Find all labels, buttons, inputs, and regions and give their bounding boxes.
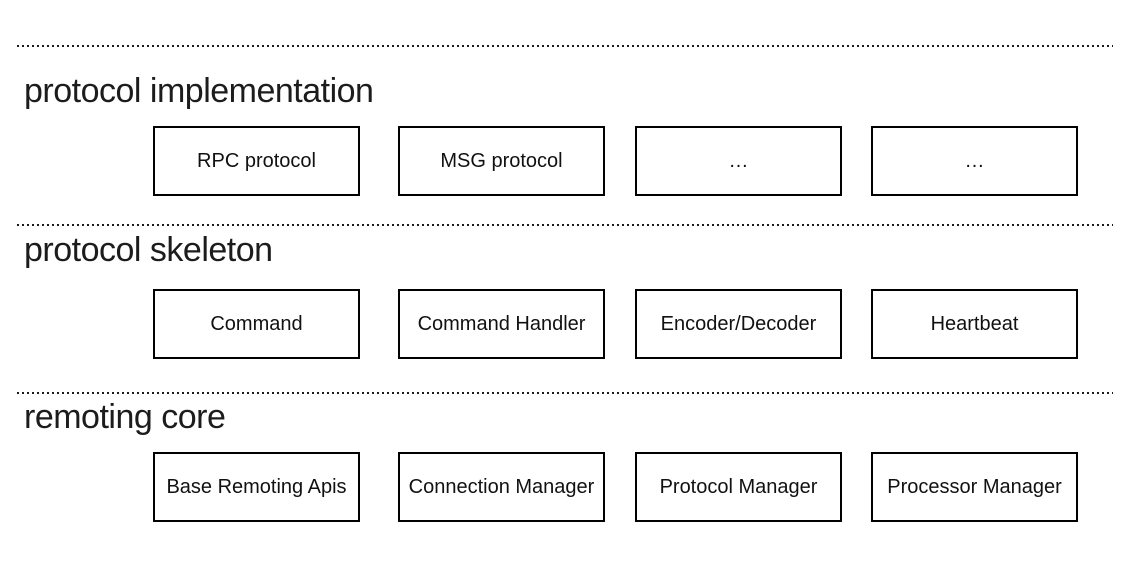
box-label: Heartbeat bbox=[930, 312, 1019, 335]
box-label: Protocol Manager bbox=[659, 475, 818, 498]
box-label: RPC protocol bbox=[197, 149, 316, 172]
box-ellipsis-1: … bbox=[635, 126, 842, 196]
box-label: Base Remoting Apis bbox=[166, 475, 347, 498]
box-label: Command bbox=[210, 312, 303, 335]
box-msg-protocol: MSG protocol bbox=[398, 126, 605, 196]
box-label: … bbox=[964, 149, 985, 172]
section-label-protocol-implementation: protocol implementation bbox=[24, 72, 374, 110]
section-label-remoting-core: remoting core bbox=[24, 398, 226, 436]
box-connection-manager: Connection Manager bbox=[398, 452, 605, 522]
box-protocol-manager: Protocol Manager bbox=[635, 452, 842, 522]
section-divider-2 bbox=[17, 224, 1113, 226]
box-processor-manager: Processor Manager bbox=[871, 452, 1078, 522]
section-divider-1 bbox=[17, 45, 1113, 47]
box-label: Connection Manager bbox=[408, 475, 595, 498]
box-heartbeat: Heartbeat bbox=[871, 289, 1078, 359]
section-label-protocol-skeleton: protocol skeleton bbox=[24, 231, 273, 269]
box-label: … bbox=[728, 149, 749, 172]
box-rpc-protocol: RPC protocol bbox=[153, 126, 360, 196]
section-divider-3 bbox=[17, 392, 1113, 394]
box-label: Processor Manager bbox=[887, 475, 1062, 498]
box-command-handler: Command Handler bbox=[398, 289, 605, 359]
box-base-remoting-apis: Base Remoting Apis bbox=[153, 452, 360, 522]
box-label: MSG protocol bbox=[440, 149, 563, 172]
box-label: Encoder/Decoder bbox=[660, 312, 817, 335]
box-encoder-decoder: Encoder/Decoder bbox=[635, 289, 842, 359]
box-ellipsis-2: … bbox=[871, 126, 1078, 196]
box-command: Command bbox=[153, 289, 360, 359]
box-label: Command Handler bbox=[417, 312, 586, 335]
